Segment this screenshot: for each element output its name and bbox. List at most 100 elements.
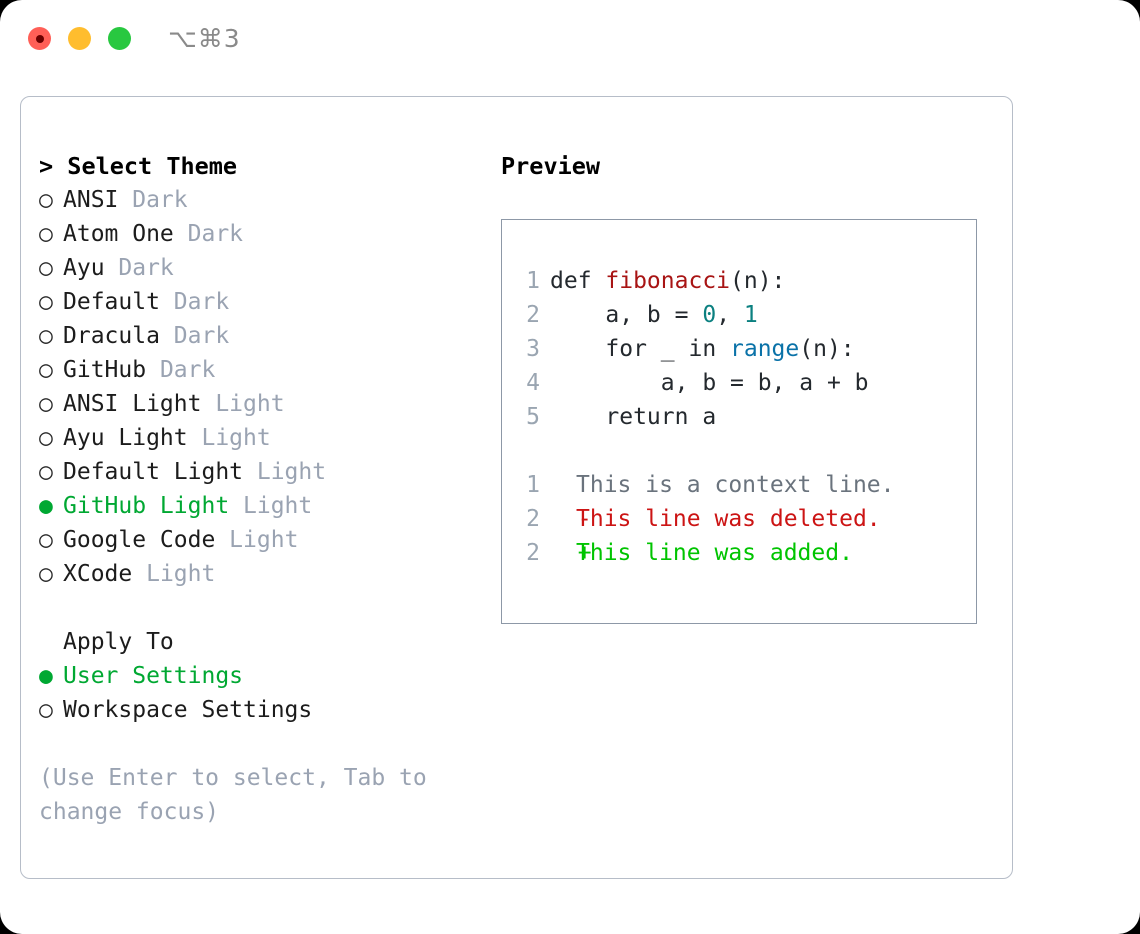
diff-marker: + — [550, 540, 606, 566]
theme-picker-title: > Select Theme — [39, 152, 238, 180]
code-token: range — [730, 336, 800, 362]
theme-list[interactable]: ○ANSI Dark○Atom One Dark○Ayu Dark○Defaul… — [39, 183, 489, 591]
line-number: 3 — [526, 336, 540, 362]
theme-list-item[interactable]: ○ GitHub Dark — [39, 353, 489, 387]
radio-unselected-icon: ○ — [39, 255, 53, 281]
code-line: 5 return a — [502, 400, 976, 434]
theme-name: ANSI Light — [63, 391, 202, 417]
code-diff-spacer — [502, 434, 976, 468]
code-token: , — [716, 302, 744, 328]
code-token: fibonacci — [605, 268, 731, 294]
minimize-button[interactable] — [68, 27, 91, 50]
line-number: 2 — [526, 302, 540, 328]
title-bar: ⌥⌘3 — [0, 0, 1140, 78]
keyboard-hint: (Use Enter to select, Tab to change focu… — [39, 765, 427, 825]
radio-unselected-icon: ○ — [39, 289, 53, 315]
theme-list-item[interactable]: ○Ayu Light Light — [39, 421, 489, 455]
theme-list-item[interactable]: ○ Ayu Dark — [39, 251, 489, 285]
theme-name: ANSI — [63, 187, 119, 213]
theme-variant-badge: Light — [243, 459, 327, 485]
line-number: 5 — [526, 404, 540, 430]
line-number: 2 — [526, 540, 540, 566]
theme-name: GitHub Light — [63, 493, 230, 519]
theme-picker-pane: > Select Theme ○ANSI Dark○Atom One Dark○… — [39, 149, 489, 829]
theme-variant-badge: Light — [132, 561, 216, 587]
traffic-lights — [28, 27, 131, 50]
theme-list-item[interactable]: ○ XCode Light — [39, 557, 489, 591]
apply-to-label: Workspace Settings — [63, 697, 313, 723]
theme-name: Default — [63, 289, 160, 315]
code-line: 3 for _ in range(n): — [502, 332, 976, 366]
apply-to-title: Apply To — [39, 625, 489, 659]
theme-list-item[interactable]: ○ Default Dark — [39, 285, 489, 319]
code-token: 0 — [702, 302, 717, 328]
radio-unselected-icon: ○ — [39, 459, 53, 485]
theme-list-item[interactable]: ○ Dracula Dark — [39, 319, 489, 353]
apply-to-title-label: Apply To — [63, 629, 174, 655]
apply-to-title-indent — [39, 625, 63, 659]
apply-to-label: User Settings — [63, 663, 244, 689]
theme-list-item[interactable]: ○ Default Light Light — [39, 455, 489, 489]
radio-selected-icon: ● — [39, 493, 53, 519]
code-token: return a — [550, 404, 717, 430]
code-line: 2 a, b = 0, 1 — [502, 298, 976, 332]
preview-label: Preview — [501, 152, 601, 180]
radio-unselected-icon: ○ — [39, 357, 53, 383]
line-number: 2 — [526, 506, 540, 532]
theme-variant-badge: Dark — [104, 255, 174, 281]
code-token: (n): — [799, 336, 855, 362]
shortcut-hint: ⌥⌘3 — [168, 24, 241, 53]
code-line: 4 a, b = b, a + b — [502, 366, 976, 400]
theme-list-item[interactable]: ● GitHub Light Light — [39, 489, 489, 523]
theme-name: XCode — [63, 561, 133, 587]
apply-to-item[interactable]: ●User Settings — [39, 659, 489, 693]
diff-line: 1 This is a context line. — [502, 468, 976, 502]
apply-to-list[interactable]: ●User Settings○Workspace Settings — [39, 659, 489, 727]
theme-name: Dracula — [63, 323, 160, 349]
theme-name: Ayu Light — [63, 425, 188, 451]
radio-unselected-icon: ○ — [39, 323, 53, 349]
radio-unselected-icon: ○ — [39, 527, 53, 553]
apply-to-item[interactable]: ○Workspace Settings — [39, 693, 489, 727]
code-token: for _ in — [550, 336, 731, 362]
dialog-card: > Select Theme ○ANSI Dark○Atom One Dark○… — [20, 96, 1013, 879]
theme-variant-badge: Dark — [159, 323, 230, 349]
code-token: a, b = b, a + b — [550, 370, 869, 396]
theme-name: Ayu — [63, 255, 105, 281]
code-token: (n): — [730, 268, 786, 294]
radio-unselected-icon: ○ — [39, 561, 53, 587]
code-token: 1 — [743, 302, 758, 328]
line-number: 1 — [526, 268, 540, 294]
diff-marker — [550, 468, 576, 502]
maximize-button[interactable] — [108, 27, 131, 50]
theme-name: GitHub — [63, 357, 147, 383]
theme-variant-badge: Dark — [173, 221, 244, 247]
theme-list-item[interactable]: ○ANSI Light Light — [39, 387, 489, 421]
diff-sample: 1 This is a context line. 2 - This line w… — [502, 468, 976, 570]
recording-indicator-icon — [35, 34, 44, 43]
close-button[interactable] — [28, 27, 51, 50]
diff-marker: - — [550, 506, 606, 532]
diff-text: This is a context line. — [576, 472, 895, 498]
code-token: a, b = — [550, 302, 703, 328]
line-number: 1 — [526, 472, 540, 498]
theme-variant-badge: Dark — [159, 289, 230, 315]
diff-text: This line was added. — [576, 540, 853, 566]
theme-name: Google Code — [63, 527, 216, 553]
theme-list-item[interactable]: ○ANSI Dark — [39, 183, 489, 217]
theme-variant-badge: Light — [229, 493, 313, 519]
theme-variant-badge: Light — [215, 527, 299, 553]
theme-variant-badge: Dark — [118, 187, 188, 213]
theme-list-item[interactable]: ○ Atom One Dark — [39, 217, 489, 251]
diff-line: 2 + This line was added. — [502, 536, 976, 570]
theme-list-item[interactable]: ○ Google Code Light — [39, 523, 489, 557]
theme-variant-badge: Dark — [146, 357, 216, 383]
theme-name: Atom One — [63, 221, 174, 247]
theme-name: Default Light — [63, 459, 244, 485]
radio-unselected-icon: ○ — [39, 221, 53, 247]
